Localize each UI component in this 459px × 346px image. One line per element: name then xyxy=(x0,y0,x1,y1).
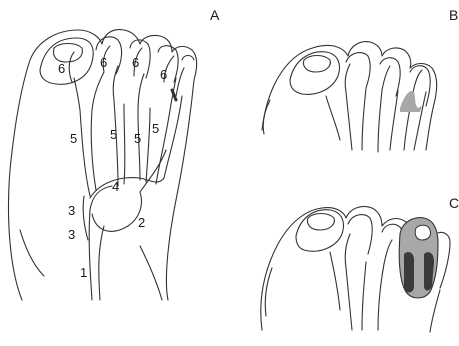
vein-c3 xyxy=(378,240,392,330)
label-5a: 5 xyxy=(70,132,77,145)
vein-c4 xyxy=(330,252,340,310)
label-3a: 3 xyxy=(68,204,75,217)
label-6c: 6 xyxy=(132,56,139,69)
label-6d: 6 xyxy=(160,68,167,81)
sole-curve-c xyxy=(265,268,272,316)
label-4: 4 xyxy=(112,180,119,193)
toe-2-c xyxy=(348,215,372,254)
panel-label-c: C xyxy=(449,196,459,210)
panel-label-a: A xyxy=(210,8,219,22)
label-6a: 6 xyxy=(58,62,65,75)
label-1: 1 xyxy=(80,266,87,279)
label-2: 2 xyxy=(138,216,145,229)
label-5c: 5 xyxy=(134,132,141,145)
vein-c1 xyxy=(345,234,352,330)
label-3b: 3 xyxy=(68,228,75,241)
shaded-toe-inner-c xyxy=(404,252,414,293)
big-toe-nail-c xyxy=(308,214,335,231)
label-5d: 5 xyxy=(152,122,159,135)
label-5b: 5 xyxy=(110,128,117,141)
panel-label-b: B xyxy=(449,8,458,22)
vein-c5 xyxy=(430,290,440,332)
vein-c2 xyxy=(362,262,366,330)
toe-4-nail-c xyxy=(415,225,430,240)
label-6b: 6 xyxy=(100,56,107,69)
toe-3-c xyxy=(382,224,402,232)
